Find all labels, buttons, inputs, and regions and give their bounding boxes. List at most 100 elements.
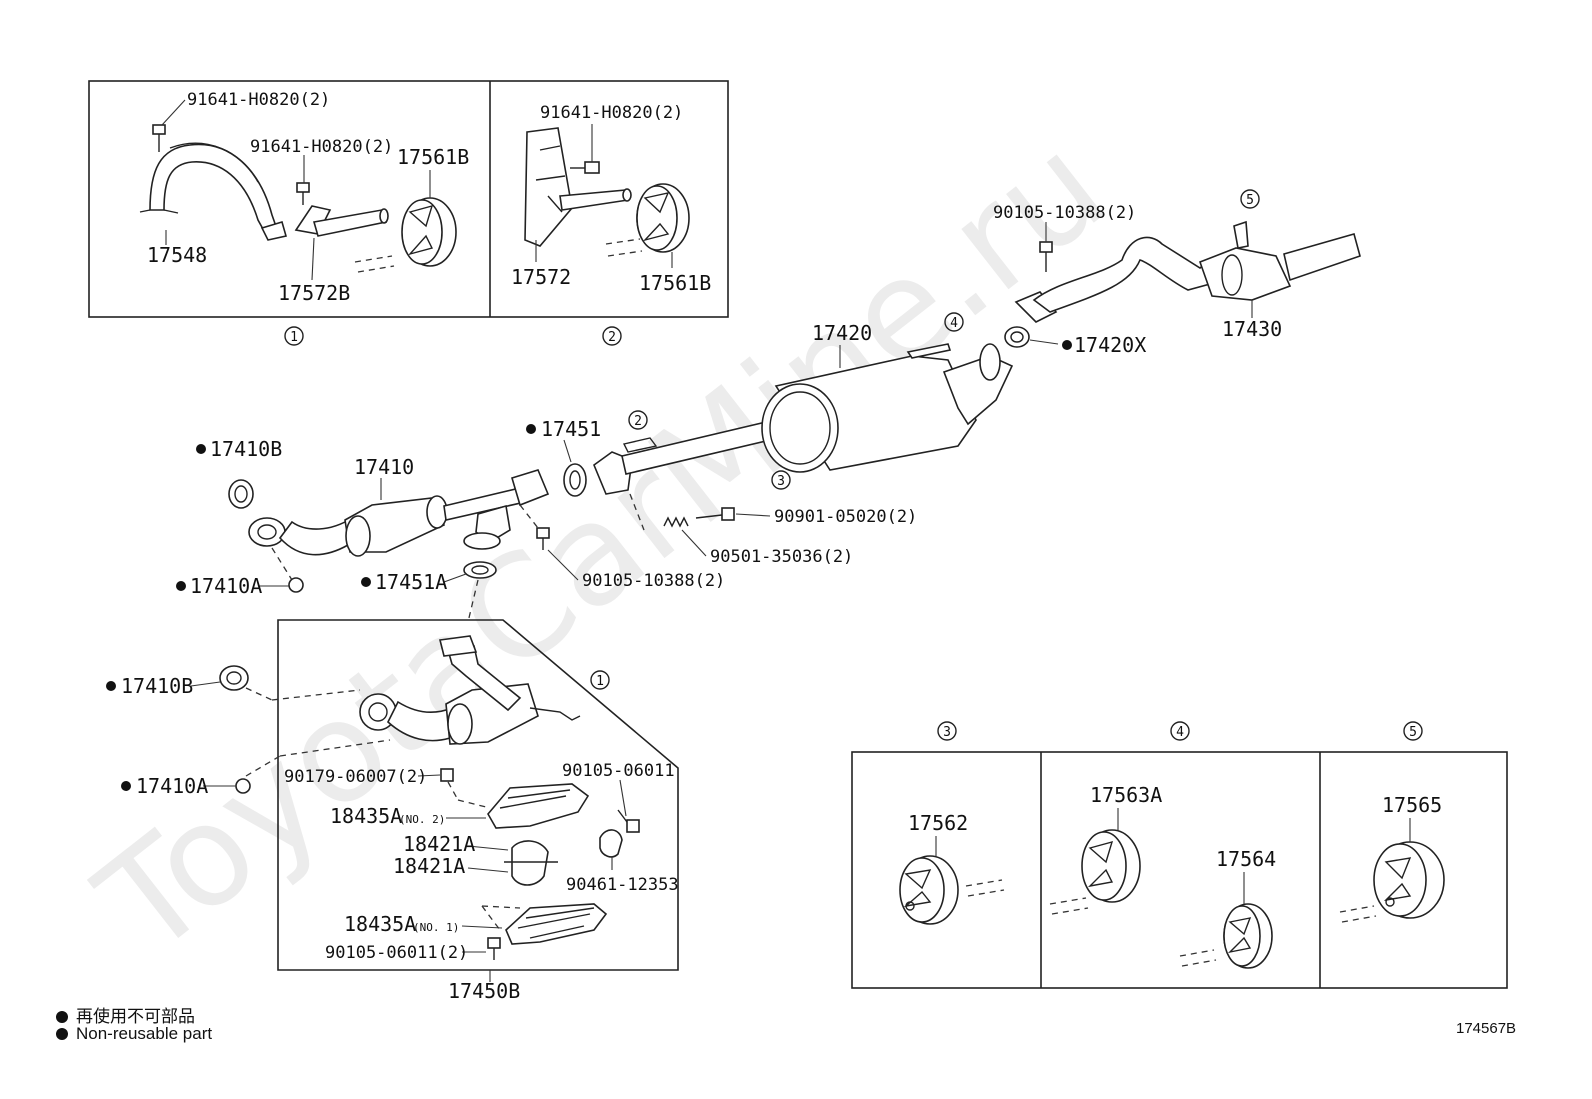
label-17410: 17410: [354, 455, 414, 479]
label-17548: 17548: [147, 243, 207, 267]
flange-17420-outlet: [979, 343, 1001, 381]
label-nut-90179: 90179-06007(2): [284, 767, 427, 787]
tail-pipe-17430-drawing: [1014, 220, 1361, 323]
gasket-17420X-drawing: [1004, 326, 1030, 348]
svg-text:3: 3: [943, 725, 951, 740]
label-17561B-b: 17561B: [639, 271, 711, 295]
label-17410B-top: 17410B: [210, 437, 282, 461]
watermark: ToyotaCarMine.ru: [70, 105, 1135, 987]
legend-jp-text: 再使用不可部品: [76, 1007, 195, 1026]
spring-90501-drawing: [663, 516, 689, 528]
bolt-90901-drawing: [695, 507, 735, 521]
marker-5-center: 5: [1240, 189, 1260, 209]
svg-text:2: 2: [634, 414, 642, 429]
hanger-17561B-a-drawing: [401, 197, 457, 267]
non-reusable-dot: [196, 444, 206, 454]
label-17451A: 17451A: [375, 570, 447, 594]
clamp-90461-drawing: [599, 829, 623, 858]
label-18421A-1: 18421A: [403, 832, 475, 856]
front-pipe-assembly-drawing: [359, 635, 581, 745]
label-17420: 17420: [812, 321, 872, 345]
nut-17410A-top-drawing: [288, 577, 304, 593]
marker-3-box: 3: [937, 721, 957, 741]
marker-4-box: 4: [1170, 721, 1190, 741]
catalyst-no1-drawing: [505, 903, 608, 945]
svg-text:1: 1: [596, 674, 604, 689]
bolt-icon: [536, 527, 550, 550]
bracket-17572B-drawing: [294, 205, 389, 237]
hanger-17561B-b-drawing: [636, 183, 690, 253]
muffler-17420-drawing: [761, 343, 1014, 473]
bracket-17548-drawing: [139, 142, 288, 241]
detail-box-lower: [277, 619, 679, 971]
nut-17410A-low-drawing: [235, 778, 251, 794]
label-18435A-no2-tag: (NO. 2): [399, 813, 445, 826]
hanger-17563A-drawing: [1081, 829, 1141, 903]
svg-text:4: 4: [950, 316, 958, 331]
bolt-icon: [617, 809, 640, 833]
svg-text:3: 3: [777, 474, 785, 489]
detail-box-top: [88, 80, 729, 318]
label-17564: 17564: [1216, 847, 1276, 871]
label-17451: 17451: [541, 417, 601, 441]
label-bolt-90901: 90901-05020(2): [774, 507, 917, 527]
marker-3-center: 3: [771, 470, 791, 490]
clamp-18421A-drawing: [504, 840, 558, 886]
legend-en: Non-reusable part: [56, 1024, 212, 1044]
gasket-17410B-top-drawing: [228, 479, 254, 509]
non-reusable-dot: [526, 424, 536, 434]
label-17410B-low: 17410B: [121, 674, 193, 698]
nut-90179-drawing: [440, 768, 454, 782]
label-bolt-90105-top: 90105-10388(2): [993, 203, 1136, 223]
label-bolt-91641-a: 91641-H0820(2): [187, 90, 330, 110]
label-17430: 17430: [1222, 317, 1282, 341]
label-17410A-top: 17410A: [190, 574, 262, 598]
bolt-icon: [570, 161, 600, 174]
catalyst-no2-drawing: [487, 783, 590, 829]
gasket-17451A-flange: [463, 532, 501, 550]
label-bolt-91641-c: 91641-H0820(2): [540, 103, 683, 123]
non-reusable-dot: [176, 581, 186, 591]
label-17572B: 17572B: [278, 281, 350, 305]
label-bolt-90105-mid: 90105-10388(2): [582, 571, 725, 591]
svg-text:2: 2: [608, 330, 616, 345]
label-bolt-90105-06011: 90105-06011: [562, 761, 675, 781]
marker-4-center: 4: [944, 312, 964, 332]
svg-text:5: 5: [1409, 725, 1417, 740]
detail-marker-1-top: 1: [284, 326, 304, 346]
legend-jp: 再使用不可部品: [56, 1002, 195, 1027]
non-reusable-dot: [1062, 340, 1072, 350]
label-bolt-90105-06011-2: 90105-06011(2): [325, 943, 468, 963]
non-reusable-dot: [361, 577, 371, 587]
non-reusable-dot: [56, 1028, 68, 1040]
detail-marker-2-top: 2: [602, 326, 622, 346]
gasket-17451A-drawing: [463, 561, 497, 579]
label-17572: 17572: [511, 265, 571, 289]
bolt-icon: [152, 124, 166, 152]
svg-text:1: 1: [290, 330, 298, 345]
diagram-id: 174567B: [1456, 1020, 1517, 1037]
label-17562: 17562: [908, 811, 968, 835]
non-reusable-dot: [56, 1011, 68, 1023]
label-17563A: 17563A: [1090, 783, 1162, 807]
marker-2-center: 2: [628, 410, 648, 430]
label-spring-90501: 90501-35036(2): [710, 547, 853, 567]
label-17410A-low: 17410A: [136, 774, 208, 798]
label-18435A-no1-tag: (NO. 1): [413, 921, 459, 934]
gasket-17451-drawing: [563, 463, 587, 497]
detail-box-hangers: [851, 751, 1508, 989]
svg-text:5: 5: [1246, 193, 1254, 208]
label-17450B: 17450B: [448, 979, 520, 1003]
bolt-icon: [296, 182, 310, 205]
marker-5-box: 5: [1403, 721, 1423, 741]
label-bolt-91641-b: 91641-H0820(2): [250, 137, 393, 157]
non-reusable-dot: [121, 781, 131, 791]
label-clamp-90461: 90461-12353: [566, 875, 679, 895]
hanger-17565-drawing: [1373, 841, 1445, 919]
front-pipe-17410-drawing: [248, 469, 550, 557]
bolt-icon: [487, 937, 501, 960]
hanger-17562-drawing: [899, 855, 959, 925]
marker-1-lower: 1: [590, 670, 610, 690]
label-18421A-2: 18421A: [393, 854, 465, 878]
